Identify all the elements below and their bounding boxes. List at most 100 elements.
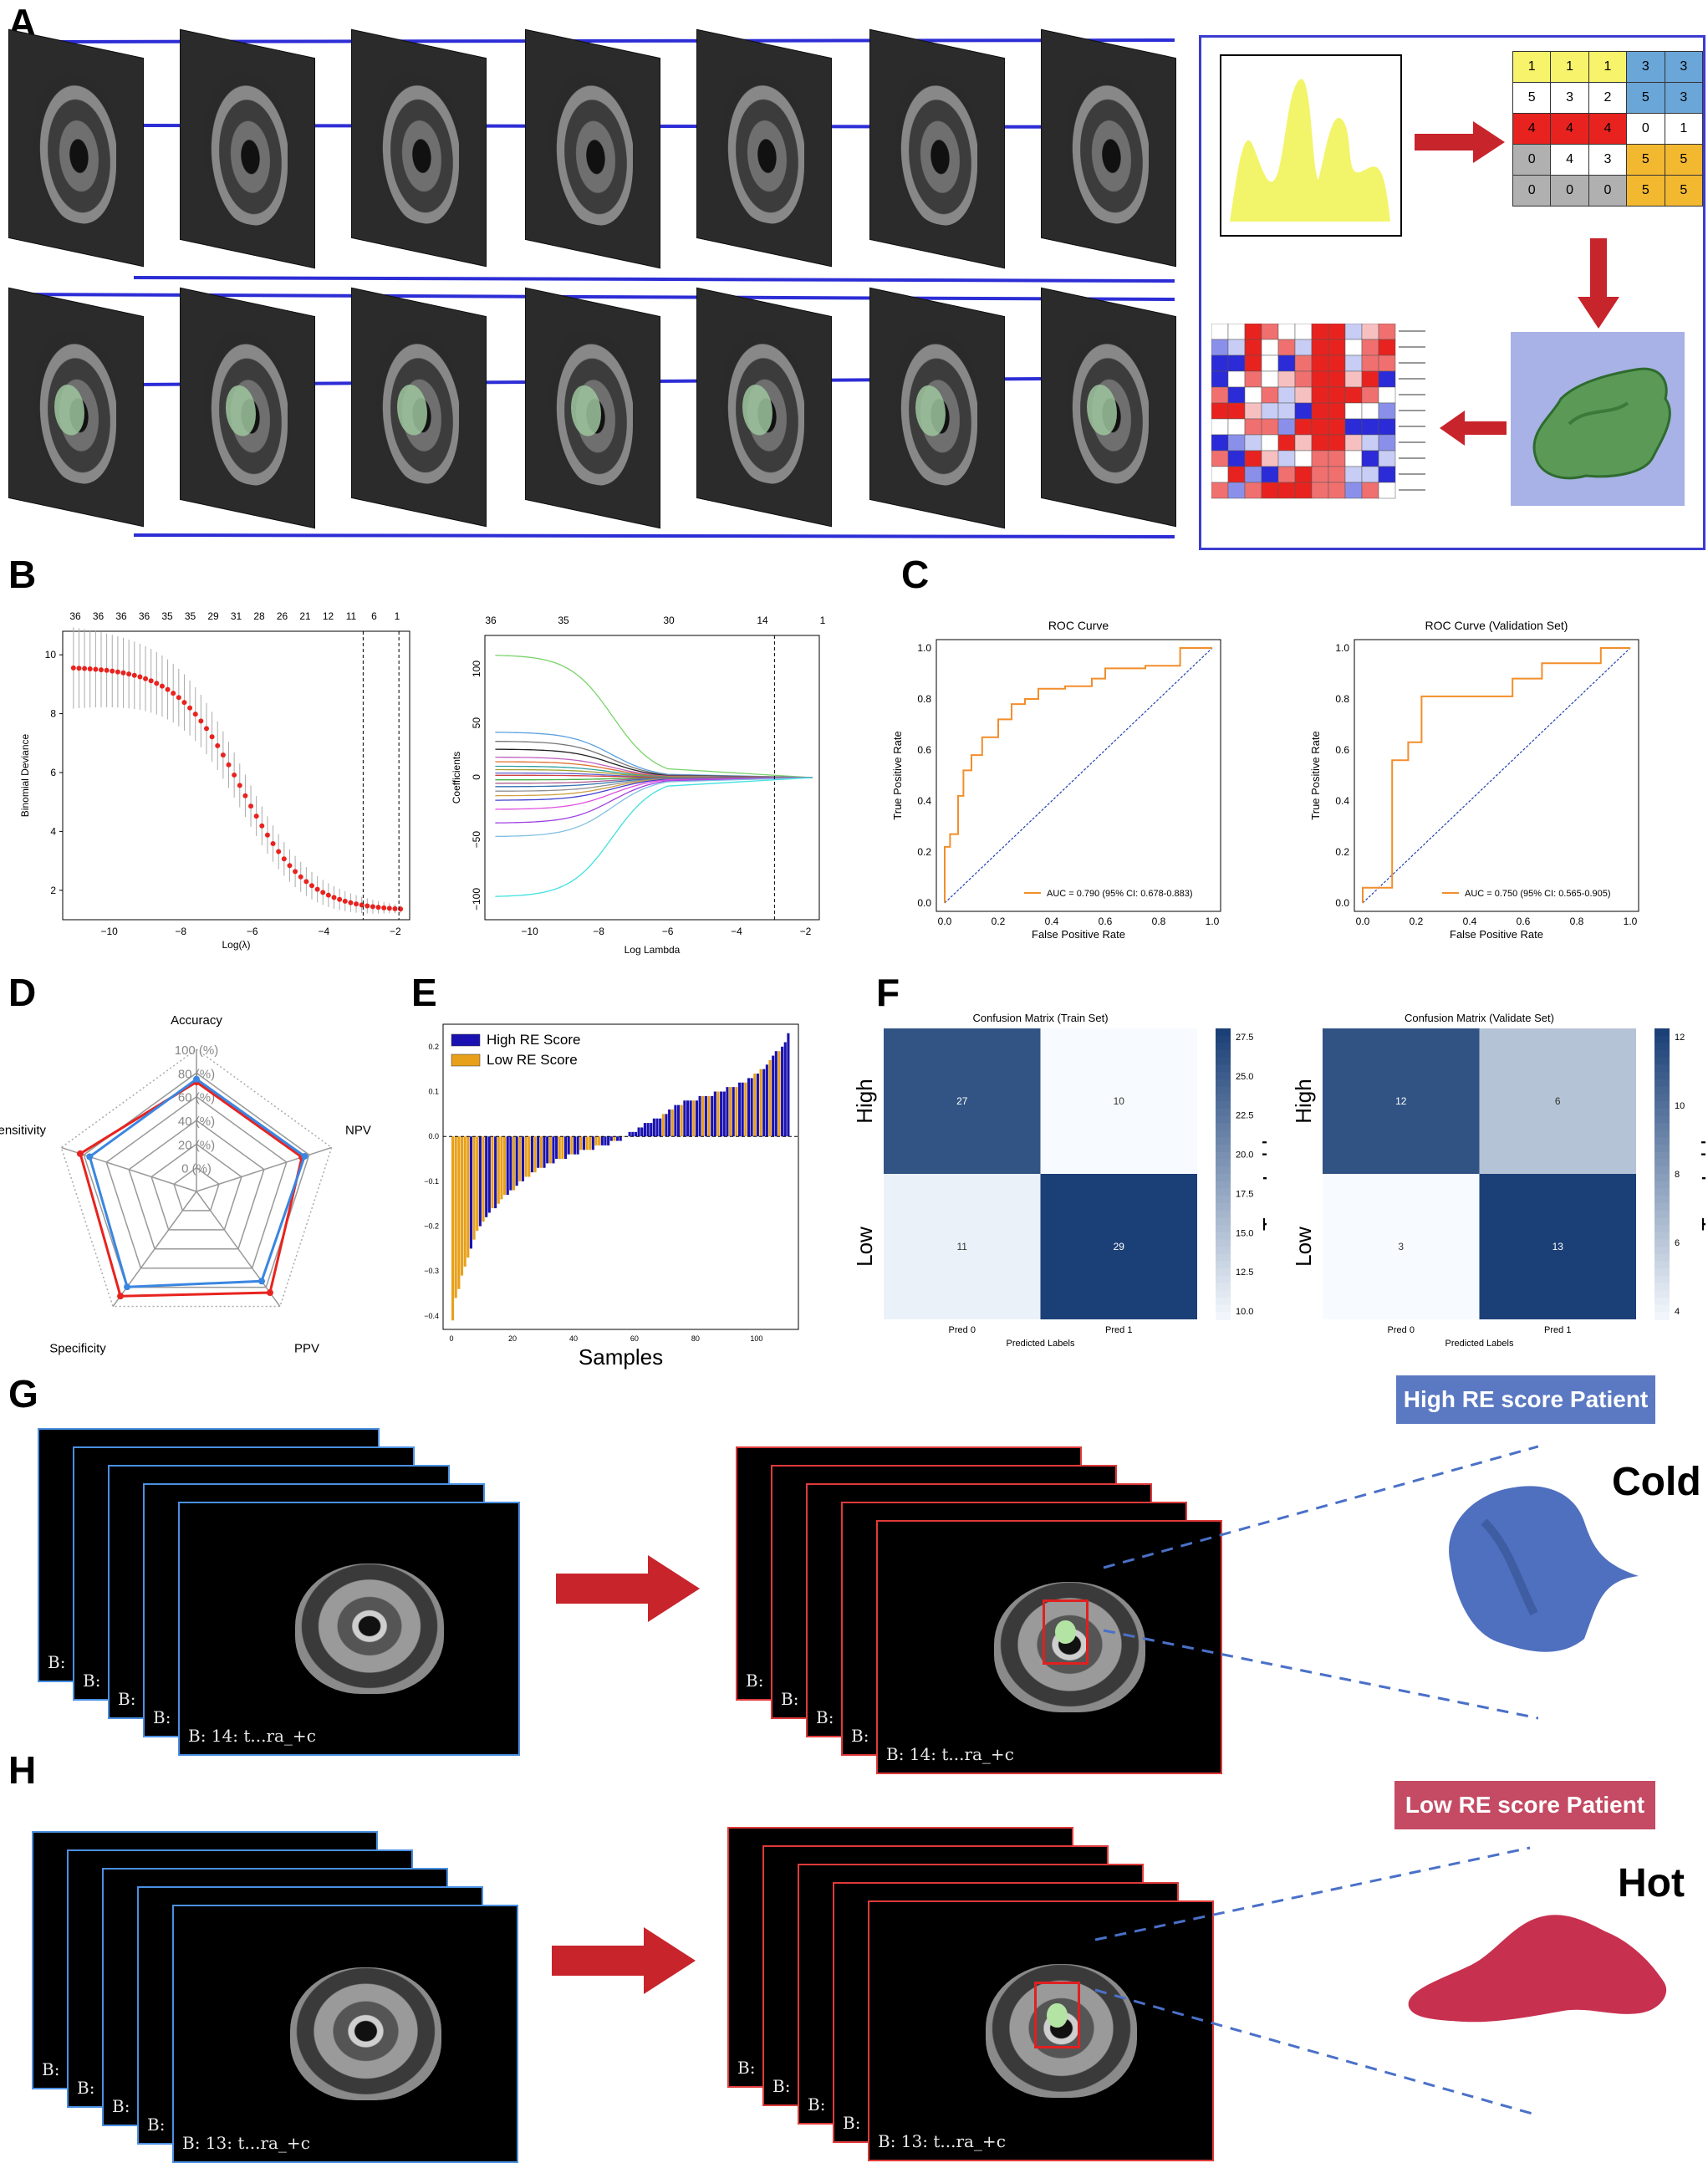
colorbar-segment xyxy=(1216,1247,1231,1255)
colorbar-segment xyxy=(1216,1232,1231,1241)
heatmap-cell xyxy=(1244,482,1262,499)
heatmap-cell xyxy=(1244,466,1262,483)
colorbar-label: 15.0 xyxy=(1236,1228,1253,1238)
matrix-cell: 5 xyxy=(1512,82,1552,114)
heatmap-cell xyxy=(1378,418,1396,436)
x-tick-label: 0.4 xyxy=(1463,916,1477,927)
bar xyxy=(491,1136,494,1209)
matrix-cell: 1 xyxy=(1664,113,1704,145)
bar xyxy=(659,1118,662,1137)
heatmap-cell xyxy=(1361,450,1379,467)
top-tick-label: 30 xyxy=(663,615,675,626)
cv-point xyxy=(220,752,226,758)
coefficient-path xyxy=(495,777,813,801)
x-axis-label: Samples xyxy=(579,1344,663,1370)
heatmap-cell xyxy=(1277,402,1296,420)
plot-frame xyxy=(1354,639,1639,912)
heatmap-cell xyxy=(1227,466,1246,483)
bar xyxy=(539,1136,543,1168)
colorbar-segment xyxy=(1654,1217,1670,1226)
bar xyxy=(762,1069,766,1137)
heatmap-cell xyxy=(1311,323,1329,340)
heatmap-cell xyxy=(1328,434,1346,451)
colorbar-segment xyxy=(1654,1137,1670,1146)
heatmap-cell xyxy=(1344,466,1363,483)
bar xyxy=(637,1127,640,1137)
y-tick-label: 0.2 xyxy=(428,1043,439,1051)
colorbar-segment xyxy=(1654,1050,1670,1059)
bar xyxy=(650,1123,653,1137)
colorbar-segment xyxy=(1216,1145,1231,1153)
colorbar-segment xyxy=(1216,1064,1231,1074)
bar xyxy=(686,1100,690,1137)
cv-point xyxy=(331,895,337,900)
cv-point xyxy=(93,666,99,672)
colorbar-segment xyxy=(1216,1101,1231,1110)
heatmap-cell xyxy=(1311,402,1329,420)
cv-point xyxy=(264,832,270,838)
cv-point xyxy=(293,869,298,875)
mri-anatomy xyxy=(33,64,116,232)
panel-label-d: D xyxy=(8,971,37,1014)
heatmap-cell xyxy=(1294,466,1313,483)
coefficient-path xyxy=(495,777,813,781)
cv-point xyxy=(209,734,215,740)
heatmap-cell xyxy=(1211,339,1229,356)
axis-label: PPV xyxy=(294,1342,319,1356)
bar xyxy=(704,1095,707,1137)
colorbar-segment xyxy=(1654,1035,1670,1044)
colorbar-label: 10.0 xyxy=(1236,1307,1253,1317)
matrix-cell: 3 xyxy=(1664,51,1704,83)
top-tick-label: 21 xyxy=(299,610,311,622)
heatmap-cell xyxy=(1261,323,1279,340)
mri-slice xyxy=(696,28,832,268)
heatmap-cell xyxy=(1294,323,1313,340)
y-tick-label: −100 xyxy=(471,888,482,911)
y-tick-label: Low xyxy=(1291,1227,1316,1267)
heatmap-cell xyxy=(1311,339,1329,356)
coefficient-path xyxy=(495,777,813,792)
heatmap-cell xyxy=(1261,482,1279,499)
radar-series xyxy=(88,1077,307,1288)
mri-slice-segmented xyxy=(1041,287,1176,528)
colorbar-segment xyxy=(1654,1043,1670,1052)
top-tick-label: 29 xyxy=(207,610,219,622)
chart-title: Confusion Matrix (Train Set) xyxy=(972,1012,1108,1024)
row-label-mark xyxy=(1399,330,1425,332)
bar xyxy=(716,1091,720,1137)
colorbar-segment xyxy=(1216,1094,1231,1102)
matrix-cell: 4 xyxy=(1550,144,1589,176)
bar xyxy=(695,1100,698,1137)
bar xyxy=(670,1109,674,1137)
coefficient-path xyxy=(495,748,813,778)
colorbar-segment xyxy=(1654,1188,1670,1197)
bar xyxy=(674,1104,677,1137)
roc-curve-validation: ROC Curve (Validation Set)0.00.00.20.20.… xyxy=(1309,619,1639,941)
mri-anatomy xyxy=(1065,64,1149,232)
heatmap-cell xyxy=(1244,434,1262,451)
x-tick-label: 40 xyxy=(569,1334,578,1343)
bar xyxy=(503,1136,507,1195)
colorbar-segment xyxy=(1654,1239,1670,1247)
tumor-3d-render xyxy=(1511,332,1685,506)
matrix-cell: 5 xyxy=(1664,144,1704,176)
heatmap-cell xyxy=(1378,450,1396,467)
cv-point xyxy=(131,672,137,678)
row-label-mark xyxy=(1399,473,1425,475)
cold-label: Cold xyxy=(1612,1460,1701,1504)
colorbar-segment xyxy=(1654,1086,1670,1095)
bar xyxy=(732,1087,735,1137)
heatmap-cell xyxy=(1328,339,1346,356)
heatmap-cell xyxy=(1244,370,1262,388)
top-tick-label: 35 xyxy=(161,610,173,622)
bar xyxy=(787,1033,790,1137)
coefficient-path xyxy=(495,655,813,778)
row-label-mark xyxy=(1399,457,1425,459)
heatmap-cell xyxy=(1328,386,1346,404)
y-axis-label: True Positive Rate xyxy=(891,731,904,819)
mri-slice xyxy=(1041,28,1176,268)
bar xyxy=(783,1042,787,1137)
bar xyxy=(548,1136,552,1164)
radar-chart: 100 (%)80 (%)60 (%)40 (%)20 (%)0 (%)Accu… xyxy=(0,1013,371,1356)
